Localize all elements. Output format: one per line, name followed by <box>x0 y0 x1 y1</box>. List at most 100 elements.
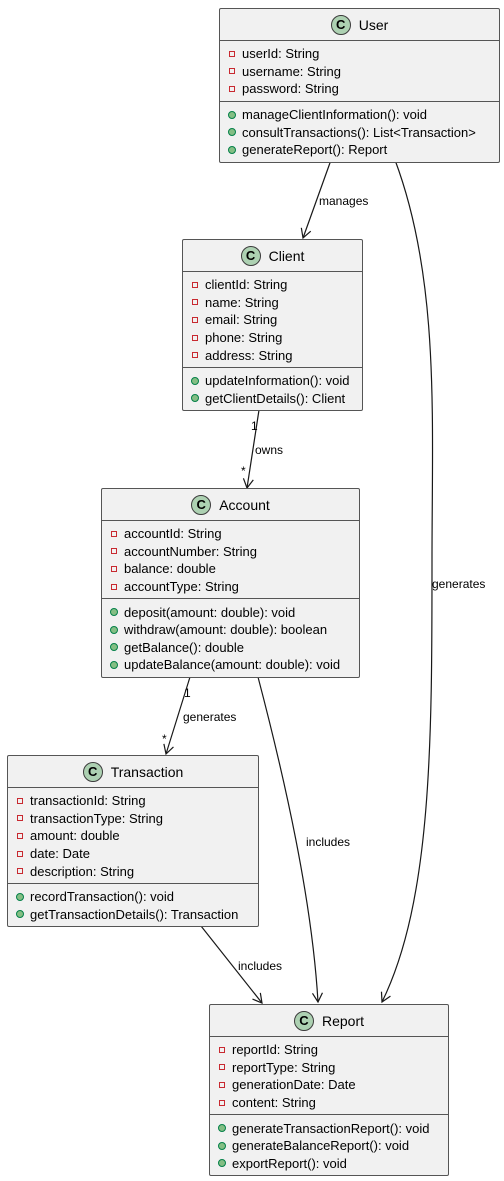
private-visibility-icon <box>228 50 236 57</box>
public-visibility-icon <box>218 1159 226 1168</box>
method-text: manageClientInformation(): void <box>242 107 427 123</box>
attribute: accountType: String <box>102 578 359 596</box>
method: generateReport(): Report <box>220 141 499 159</box>
attribute-text: balance: double <box>124 561 216 577</box>
attribute: transactionType: String <box>8 810 258 828</box>
public-visibility-icon <box>110 608 118 617</box>
public-visibility-icon <box>110 625 118 634</box>
attribute: date: Date <box>8 845 258 863</box>
attribute: accountId: String <box>102 525 359 543</box>
method-text: getTransactionDetails(): Transaction <box>30 906 239 922</box>
method-text: generateReport(): Report <box>242 142 388 158</box>
edge-label-includes-transaction: includes <box>238 959 283 973</box>
attribute: address: String <box>183 346 362 364</box>
method: generateBalanceReport(): void <box>210 1137 448 1155</box>
method: getTransactionDetails(): Transaction <box>8 906 258 924</box>
class-name: Report <box>321 1012 365 1029</box>
attribute-text: clientId: String <box>205 277 288 293</box>
attribute: clientId: String <box>183 276 362 294</box>
attribute-text: accountId: String <box>124 526 222 542</box>
attribute-text: password: String <box>242 81 339 97</box>
method-text: exportReport(): void <box>232 1155 347 1171</box>
private-visibility-icon <box>16 850 24 857</box>
private-visibility-icon <box>218 1099 226 1106</box>
public-visibility-icon <box>218 1124 226 1133</box>
public-visibility-icon <box>228 145 236 154</box>
method-text: getClientDetails(): Client <box>205 390 346 406</box>
attribute: description: String <box>8 862 258 880</box>
method: withdraw(amount: double): boolean <box>102 621 359 639</box>
class-name: User <box>358 16 389 33</box>
attribute-text: reportId: String <box>232 1042 318 1058</box>
edge-user-report <box>380 159 434 1004</box>
method: getBalance(): double <box>102 639 359 657</box>
method: getClientDetails(): Client <box>183 390 362 408</box>
multiplicity-account-source: 1 <box>184 686 191 700</box>
class-icon: C <box>293 1010 314 1031</box>
private-visibility-icon <box>191 352 199 359</box>
edge-account-transaction <box>163 676 191 756</box>
attribute-text: accountType: String <box>124 579 239 595</box>
class-name: Transaction <box>110 763 184 780</box>
method-text: updateInformation(): void <box>205 373 350 389</box>
attribute: userId: String <box>220 45 499 63</box>
private-visibility-icon <box>16 797 24 804</box>
attribute-text: name: String <box>205 294 279 310</box>
method-text: generateTransactionReport(): void <box>232 1120 430 1136</box>
attribute-text: content: String <box>232 1095 316 1111</box>
private-visibility-icon <box>191 281 199 288</box>
edge-label-generates-report: generates <box>432 577 486 591</box>
class-icon: C <box>82 761 103 782</box>
attribute: phone: String <box>183 329 362 347</box>
public-visibility-icon <box>191 394 199 403</box>
edge-label-generates-transaction: generates <box>183 710 237 724</box>
attribute: email: String <box>183 311 362 329</box>
edge-label-owns: owns <box>255 443 284 457</box>
attribute: password: String <box>220 80 499 98</box>
method-text: withdraw(amount: double): boolean <box>124 622 328 638</box>
method-text: consultTransactions(): List<Transaction> <box>242 124 476 140</box>
private-visibility-icon <box>191 299 199 306</box>
method-text: generateBalanceReport(): void <box>232 1138 410 1154</box>
attribute-text: date: Date <box>30 846 90 862</box>
method-text: recordTransaction(): void <box>30 889 175 905</box>
private-visibility-icon <box>191 334 199 341</box>
private-visibility-icon <box>110 565 118 572</box>
edge-user-client <box>300 159 332 240</box>
method: consultTransactions(): List<Transaction> <box>220 123 499 141</box>
attribute-text: transactionId: String <box>30 793 146 809</box>
private-visibility-icon <box>191 316 199 323</box>
private-visibility-icon <box>218 1046 226 1053</box>
class-name: Account <box>219 496 270 513</box>
private-visibility-icon <box>110 530 118 537</box>
private-visibility-icon <box>16 868 24 875</box>
class-icon: C <box>240 245 261 266</box>
private-visibility-icon <box>218 1064 226 1071</box>
public-visibility-icon <box>228 110 236 119</box>
private-visibility-icon <box>228 68 236 75</box>
attribute: accountNumber: String <box>102 543 359 561</box>
edge-client-account <box>242 409 260 490</box>
class-icon: C <box>191 494 212 515</box>
attribute: reportId: String <box>210 1041 448 1059</box>
class-transaction-header: C Transaction <box>8 756 258 788</box>
method: recordTransaction(): void <box>8 888 258 906</box>
private-visibility-icon <box>16 815 24 822</box>
attribute-text: generationDate: Date <box>232 1077 356 1093</box>
edge-transaction-report <box>200 925 263 1004</box>
multiplicity-account-target: * <box>241 464 246 478</box>
attribute: content: String <box>210 1094 448 1112</box>
